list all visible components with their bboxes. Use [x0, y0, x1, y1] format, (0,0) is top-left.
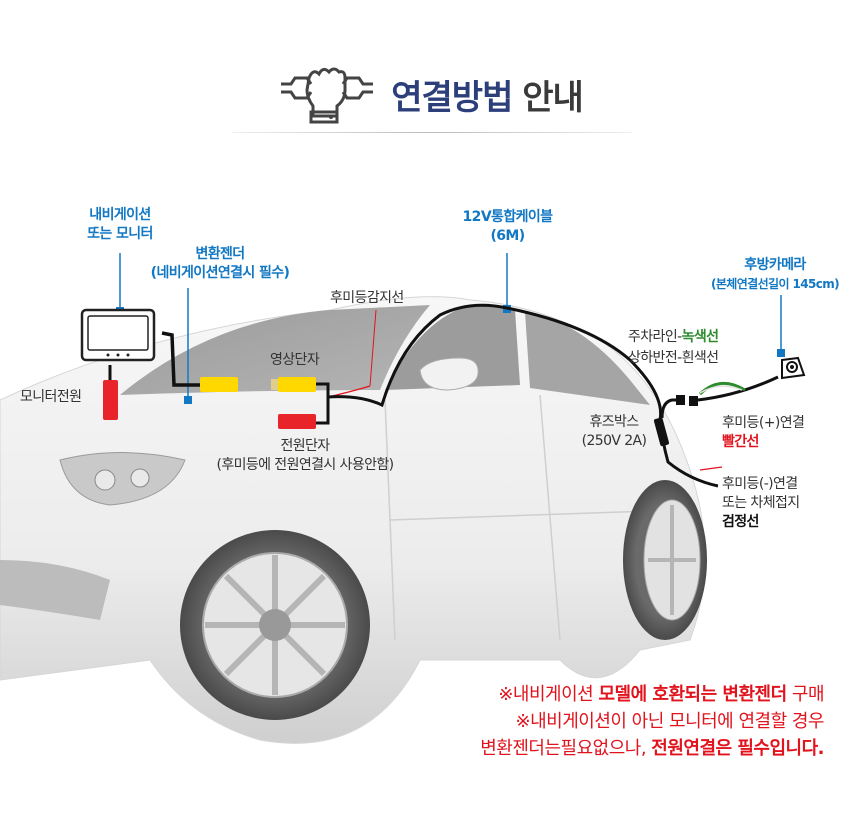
title-divider: [232, 132, 632, 133]
windshield: [120, 305, 430, 395]
page-title: 연결방법 안내: [0, 64, 860, 133]
note-line-1: ※내비게이션 모델에 호환되는 변환젠더 구매: [498, 684, 824, 705]
power-connector: [278, 414, 316, 429]
title-highlight: 연결방법: [391, 77, 513, 118]
front-grille: [0, 560, 110, 620]
side-window-rear: [525, 312, 650, 405]
side-mirror: [419, 357, 479, 391]
label-video-terminal: 영상단자: [270, 352, 320, 368]
note-line-3: 변환젠더는필요없으나, 전원연결은 필수입니다.: [480, 738, 824, 759]
label-taillight-minus: 후미등(-)연결 또는 차체접지 검정선: [722, 476, 800, 530]
monitor-device: [80, 308, 156, 362]
rear-camera-device: [781, 356, 806, 380]
video-connector: [278, 377, 316, 392]
main-cable: [327, 303, 719, 488]
headlight: [59, 452, 186, 506]
label-rear-camera: 후방카메라 (본체연결선길이 145cm): [710, 257, 840, 291]
note-line-2: ※내비게이션이 아닌 모니터에 연결할 경우: [515, 711, 825, 732]
side-window-front: [385, 304, 520, 390]
front-wheel: [180, 530, 370, 720]
label-fuse-box: 휴즈박스 (250V 2A): [581, 414, 647, 449]
rear-wheel: [623, 480, 707, 640]
hand-wrench-icon: [281, 67, 374, 124]
converter-connector: [200, 377, 238, 392]
label-navigation: 내비게이션 또는 모니터: [87, 207, 153, 242]
label-power-terminal: 전원단자 (후미등에 전원연결시 사용안함): [216, 438, 394, 473]
title-rest: 안내: [522, 77, 584, 118]
label-monitor-power: 모니터전원: [20, 389, 82, 405]
label-parking-line: 주차라인-녹색선: [628, 329, 719, 345]
monitor-power-connector: [103, 380, 118, 420]
label-flip-line: 상하반전-흰색선: [628, 350, 719, 366]
label-taillight-sense: 후미등감지선: [330, 290, 404, 306]
label-integrated-cable: 12V통합케이블 (6M): [462, 209, 554, 244]
car-body: [0, 296, 706, 744]
label-taillight-plus: 후미등(+)연결 빨간선: [722, 415, 805, 450]
fuse-box: [653, 417, 670, 447]
label-converter: 변환젠더 (네비게이션연결시 필수): [150, 246, 290, 281]
